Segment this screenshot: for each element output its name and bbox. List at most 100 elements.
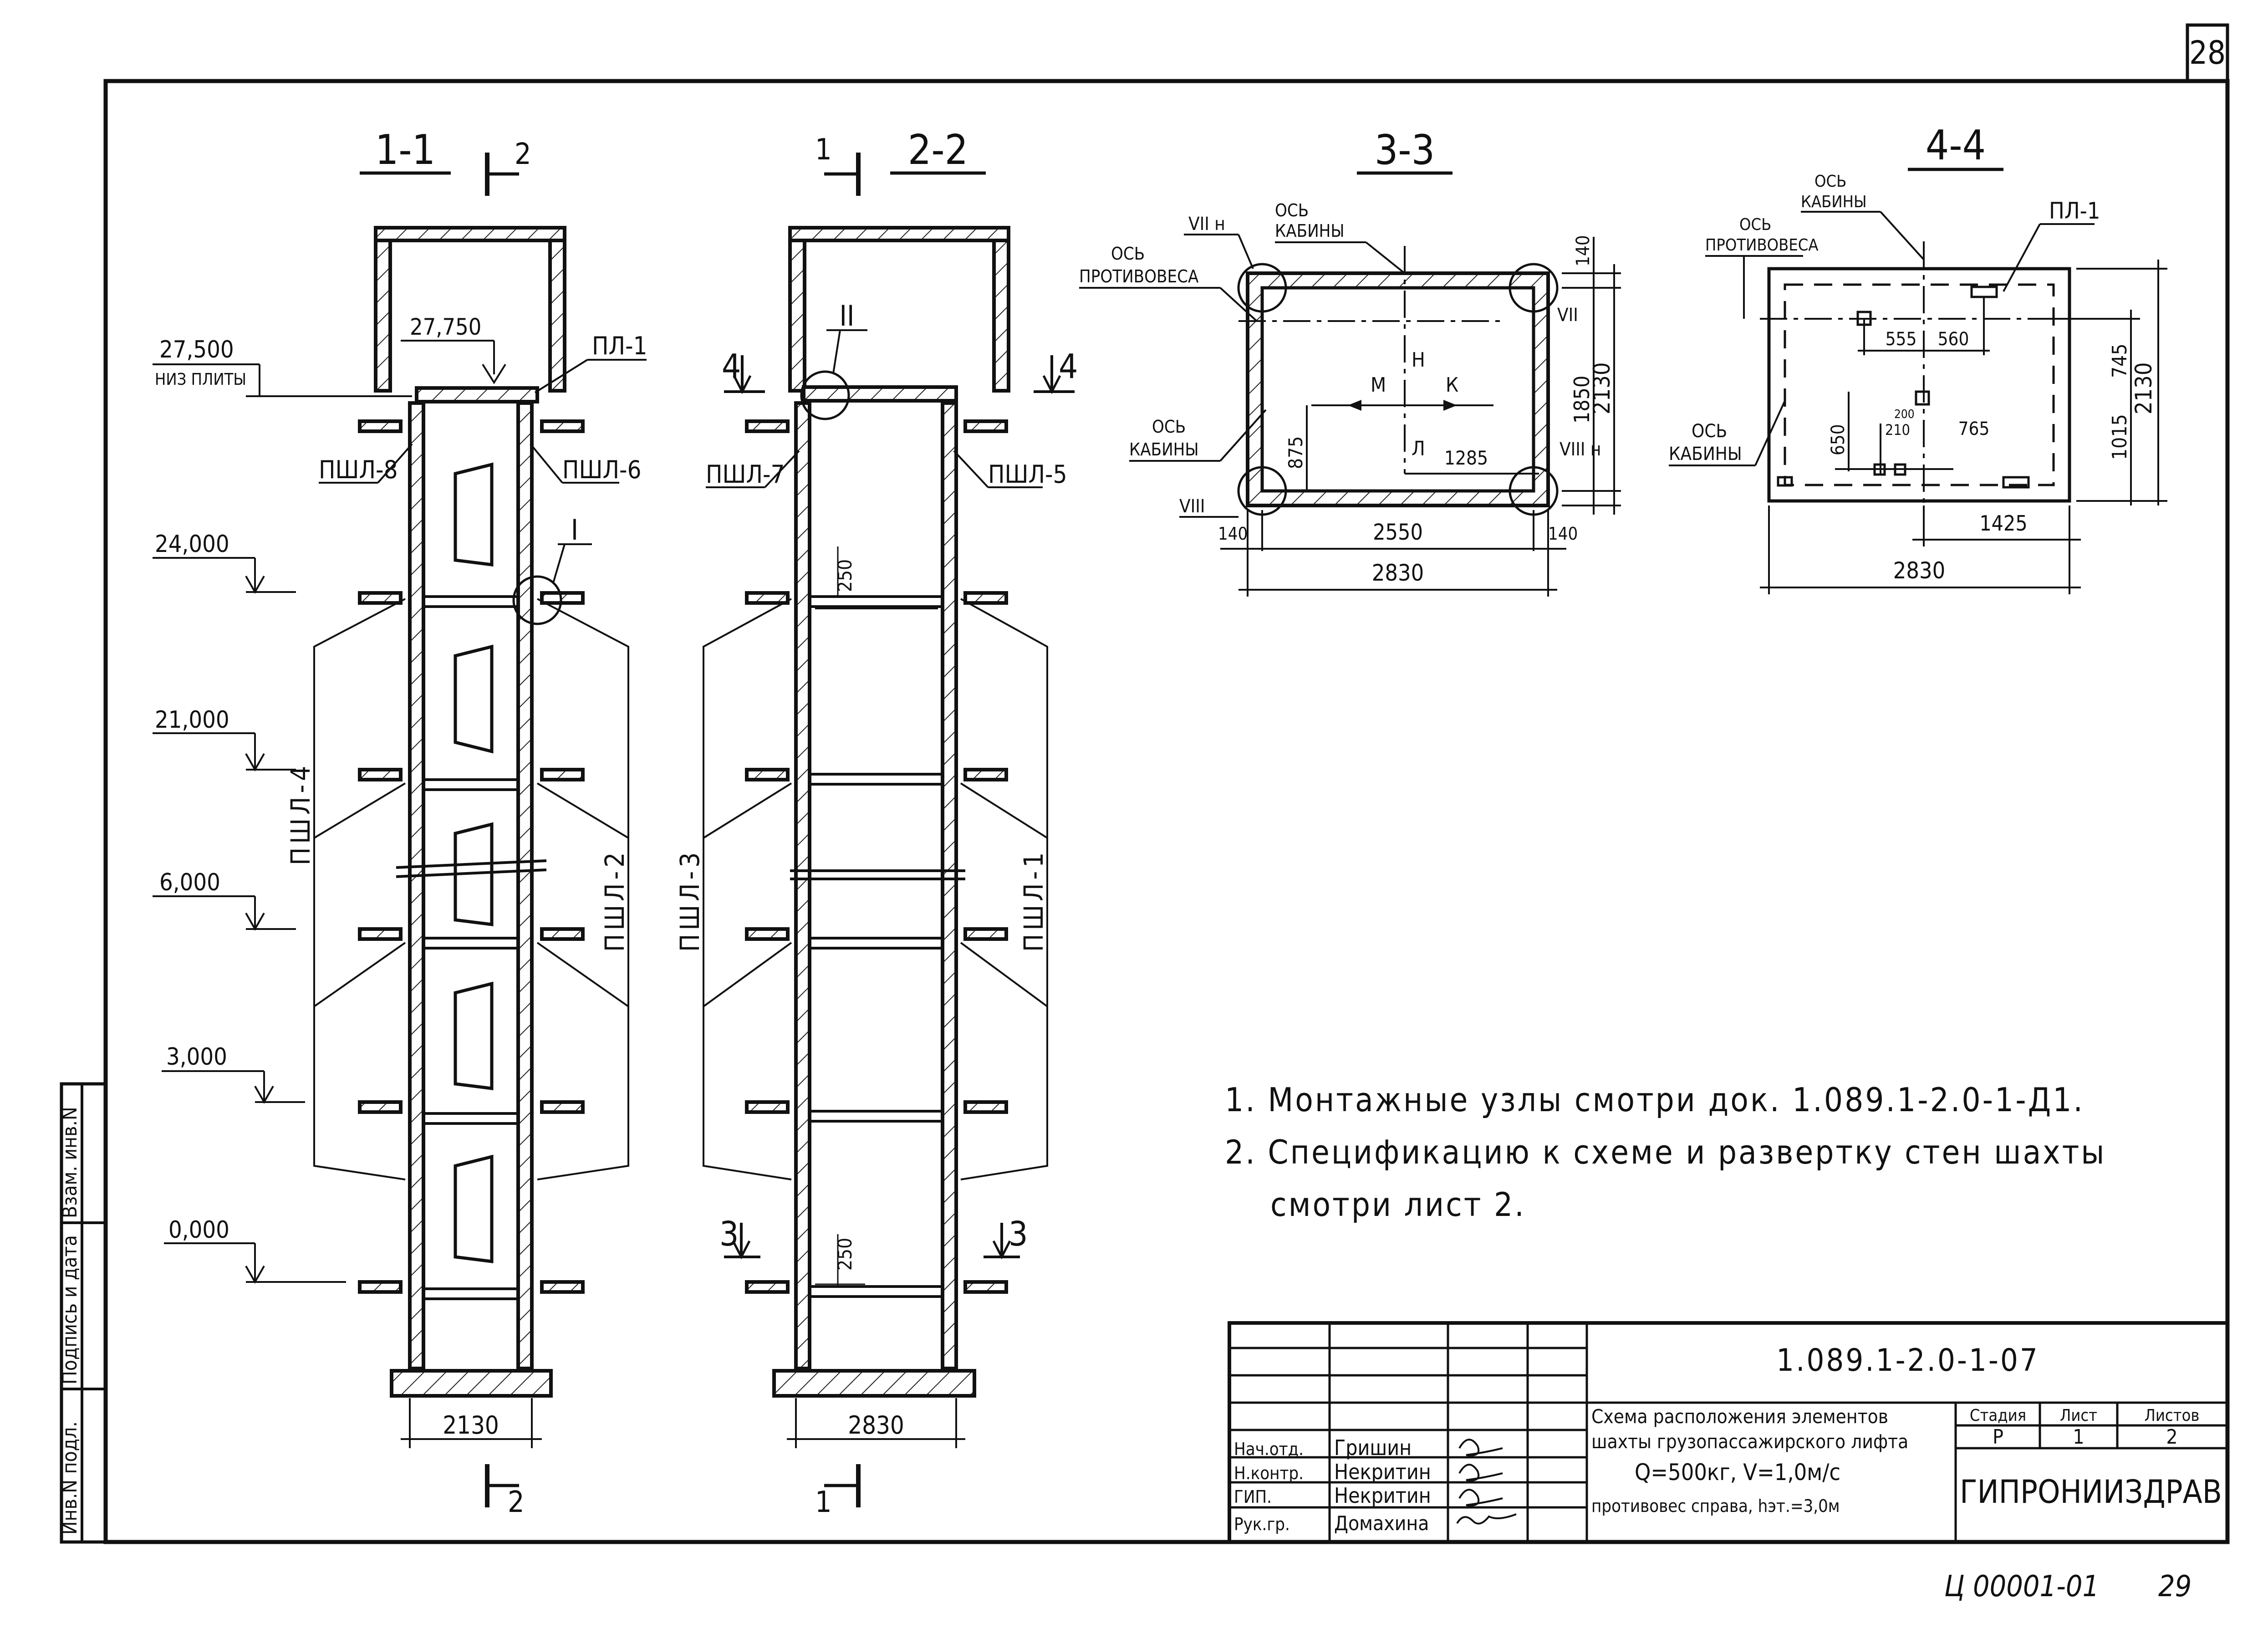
level-27750: 27,750 bbox=[410, 314, 481, 340]
node-viii: VIII bbox=[1179, 496, 1205, 517]
value-sheets: 2 bbox=[2166, 1425, 2177, 1449]
dim-1285: 1285 bbox=[1444, 447, 1488, 469]
axis-counter-2: ПРОТИВОВЕСА bbox=[1079, 266, 1199, 286]
notes: 1. Монтажные узлы смотри док. 1.089.1-2.… bbox=[1225, 1081, 2104, 1224]
stamp-vzam: Взам. инв.N bbox=[58, 1107, 82, 1218]
dim-140-right: 140 bbox=[1548, 524, 1578, 544]
dim-875: 875 bbox=[1284, 436, 1307, 469]
cut-3-right: 3 bbox=[1009, 1215, 1028, 1254]
dim-210: 210 bbox=[1885, 421, 1910, 439]
plan-4-4: 4-4 ОСЬ КАБИНЫ ОСЬ ПРОТИВОВЕСА ОСЬ КАБИН… bbox=[1669, 122, 2167, 594]
axis-cabin-top-2: КАБИНЫ bbox=[1275, 221, 1345, 241]
label-pshl6: ПШЛ-6 bbox=[562, 455, 642, 484]
value-stage: Р bbox=[1993, 1425, 2003, 1449]
handwritten-signatures bbox=[1456, 1439, 1517, 1525]
svg-text:21,000: 21,000 bbox=[155, 706, 229, 734]
cut-mark-2-bottom: 2 bbox=[508, 1486, 525, 1519]
page-number: 28 bbox=[2189, 34, 2226, 71]
svg-text:Нач.отд.: Нач.отд. bbox=[1234, 1439, 1304, 1459]
dim-555: 555 bbox=[1886, 329, 1917, 350]
cut-mark-1-bottom: 1 bbox=[815, 1486, 832, 1519]
dim-745: 745 bbox=[2108, 343, 2131, 378]
doc-code: 1.089.1-2.0-1-07 bbox=[1776, 1343, 2039, 1379]
footer-page: 29 bbox=[2158, 1570, 2192, 1603]
plan-3-3-title: 3-3 bbox=[1375, 126, 1435, 174]
dim-250-top: 250 bbox=[834, 559, 856, 592]
svg-text:27,500: 27,500 bbox=[159, 336, 234, 363]
axis-cabin-44-left-2: КАБИНЫ bbox=[1669, 444, 1742, 465]
sheet-frame: 28 Инв.N подл. Подпись и дата Взам. инв.… bbox=[58, 23, 2230, 1544]
value-sheet: 1 bbox=[2073, 1425, 2084, 1449]
svg-text:ГИП.: ГИП. bbox=[1234, 1487, 1272, 1507]
axis-cabin-44-2: КАБИНЫ bbox=[1801, 193, 1867, 211]
svg-text:24,000: 24,000 bbox=[155, 531, 229, 558]
elevation-21000: 21,000 bbox=[153, 706, 296, 772]
svg-text:0,000: 0,000 bbox=[168, 1216, 229, 1244]
svg-text:Рук.гр.: Рук.гр. bbox=[1234, 1514, 1290, 1534]
dim-2830-p44: 2830 bbox=[1893, 557, 1945, 584]
dim-1850: 1850 bbox=[1570, 376, 1594, 424]
cut-4-left: 4 bbox=[722, 347, 741, 386]
title-line-4: противовес справа, hэт.=3,0м bbox=[1591, 1496, 1840, 1516]
dim-1425: 1425 bbox=[1979, 511, 2027, 536]
panel-label-pshl2: ПШЛ-2 bbox=[599, 849, 630, 952]
dim-200: 200 bbox=[1894, 408, 1915, 421]
panel-label-pshl3: ПШЛ-3 bbox=[674, 849, 705, 952]
label-pshl7: ПШЛ-7 bbox=[706, 460, 785, 489]
header-sheet: Лист bbox=[2060, 1406, 2097, 1425]
dim-140-left: 140 bbox=[1218, 524, 1248, 544]
section-2-2: 2-2 1 bbox=[674, 126, 1078, 1519]
axis-cabin-44-left-1: ОСЬ bbox=[1692, 421, 1727, 442]
stamp-inv-podl: Инв.N подл. bbox=[58, 1421, 82, 1535]
header-stage: Стадия bbox=[1970, 1406, 2026, 1425]
label-pl1-p44: ПЛ-1 bbox=[2049, 198, 2100, 224]
cut-mark-1-top: 1 bbox=[815, 133, 832, 167]
svg-text:Домахина: Домахина bbox=[1334, 1512, 1429, 1535]
svg-text:Н.контр.: Н.контр. bbox=[1234, 1463, 1304, 1483]
node-label-i: I bbox=[571, 513, 578, 546]
elevation-27500: 27,500 НИЗ ПЛИТЫ bbox=[153, 336, 412, 397]
node-viii-n: VIII н bbox=[1560, 439, 1601, 460]
stamp-podpis: Подпись и дата bbox=[58, 1235, 82, 1384]
letter-m: М bbox=[1371, 373, 1386, 397]
panel-label-pshl4: ПШЛ-4 bbox=[285, 762, 316, 865]
note-1: 1. Монтажные узлы смотри док. 1.089.1-2.… bbox=[1225, 1081, 2085, 1119]
node-vii: VII bbox=[1557, 305, 1578, 326]
svg-text:6,000: 6,000 bbox=[159, 869, 220, 896]
footer-code: Ц 00001-01 bbox=[1944, 1570, 2099, 1603]
dim-650: 650 bbox=[1828, 424, 1849, 455]
svg-text:Некритин: Некритин bbox=[1334, 1460, 1431, 1484]
dim-2130-s11: 2130 bbox=[443, 1411, 499, 1440]
node-vii-n: VII н bbox=[1188, 214, 1225, 235]
axis-cabin-left-2: КАБИНЫ bbox=[1129, 439, 1199, 460]
svg-text:3,000: 3,000 bbox=[166, 1043, 227, 1071]
header-sheets: Листов bbox=[2145, 1406, 2200, 1425]
elevation-24000: 24,000 bbox=[153, 531, 296, 594]
node-label-ii: II bbox=[840, 299, 855, 332]
plan-4-4-title: 4-4 bbox=[1926, 122, 1986, 169]
svg-text:Некритин: Некритин bbox=[1334, 1483, 1431, 1508]
panel-label-pshl1: ПШЛ-1 bbox=[1018, 849, 1049, 952]
dim-765: 765 bbox=[1958, 419, 1990, 439]
axis-counter-44-2: ПРОТИВОВЕСА bbox=[1705, 236, 1819, 255]
svg-text:НИЗ ПЛИТЫ: НИЗ ПЛИТЫ bbox=[155, 370, 246, 389]
svg-text:Гришин: Гришин bbox=[1334, 1435, 1412, 1460]
note-3: смотри лист 2. bbox=[1270, 1185, 1526, 1224]
letter-k: К bbox=[1446, 373, 1458, 397]
label-pshl8: ПШЛ-8 bbox=[319, 455, 398, 484]
dim-2830-p33: 2830 bbox=[1372, 560, 1424, 586]
section-1-1-title: 1-1 bbox=[375, 126, 435, 174]
axis-cabin-left-1: ОСЬ bbox=[1152, 417, 1186, 437]
label-pl1-s11: ПЛ-1 bbox=[592, 332, 647, 360]
dim-2550: 2550 bbox=[1373, 520, 1423, 545]
title-line-1: Схема расположения элементов bbox=[1591, 1405, 1888, 1428]
cut-mark-2-top: 2 bbox=[515, 138, 531, 171]
dim-1015: 1015 bbox=[2108, 414, 2131, 460]
title-line-2: шахты грузопассажирского лифта bbox=[1591, 1430, 1908, 1453]
section-1-1: 1-1 2 bbox=[153, 126, 647, 1519]
organization: ГИПРОНИИЗДРАВ bbox=[1960, 1473, 2222, 1511]
elevation-3000: 3,000 bbox=[162, 1043, 305, 1104]
axis-counter-1: ОСЬ bbox=[1111, 244, 1145, 264]
label-pshl5: ПШЛ-5 bbox=[988, 460, 1067, 489]
